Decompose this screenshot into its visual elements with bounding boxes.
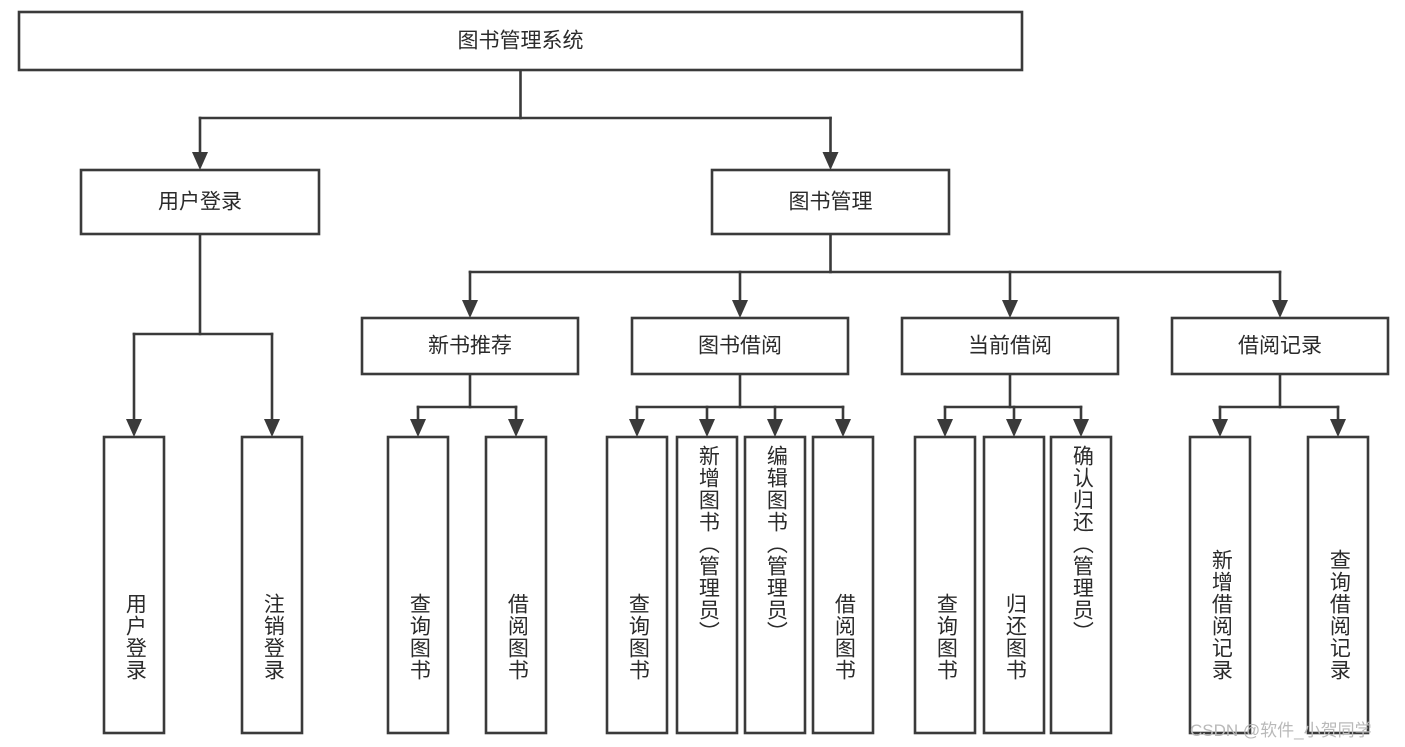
node-box-new-book-recommend[interactable]	[360, 316, 580, 376]
arrow-head-icon-leaf-add-borrow-record	[1212, 419, 1228, 437]
arrow-head-icon-user-login	[192, 152, 208, 170]
connectors-layer	[126, 68, 1346, 437]
node-label-book-manage: 图书管理	[789, 191, 873, 214]
node-label-book-borrow: 图书借阅	[698, 335, 782, 358]
arrow-head-icon-leaf-confirm-return	[1073, 419, 1089, 437]
node-box-leaf-borrow-book-2[interactable]	[811, 435, 875, 735]
boxes-layer	[17, 10, 1390, 735]
node-box-leaf-return-book[interactable]	[982, 435, 1046, 735]
node-label-borrow-record: 借阅记录	[1238, 335, 1322, 358]
node-box-leaf-user-login[interactable]	[102, 435, 166, 735]
node-box-leaf-query-borrow-record[interactable]	[1306, 435, 1370, 735]
arrow-head-icon-leaf-borrow-book-2	[835, 419, 851, 437]
node-box-current-borrow[interactable]	[900, 316, 1120, 376]
arrow-head-icon-leaf-return-book	[1006, 419, 1022, 437]
node-box-borrow-record[interactable]	[1170, 316, 1390, 376]
arrow-head-icon-book-manage	[822, 152, 839, 170]
arrow-head-icon-current-borrow	[1002, 300, 1018, 318]
watermark-text: CSDN @软件_小贺同学	[1190, 721, 1372, 740]
arrow-head-icon-leaf-query-book-3	[937, 419, 953, 437]
node-box-book-borrow[interactable]	[630, 316, 850, 376]
arrow-head-icon-leaf-logout	[264, 419, 280, 437]
node-box-leaf-query-book-1[interactable]	[386, 435, 450, 735]
node-box-leaf-add-book[interactable]	[675, 435, 739, 735]
arrow-head-icon-book-borrow	[732, 300, 748, 318]
node-box-user-login[interactable]	[79, 168, 321, 236]
node-box-leaf-borrow-book-1[interactable]	[484, 435, 548, 735]
node-label-user-login: 用户登录	[158, 191, 242, 214]
node-box-leaf-edit-book[interactable]	[743, 435, 807, 735]
node-box-leaf-add-borrow-record[interactable]	[1188, 435, 1252, 735]
arrow-head-icon-leaf-borrow-book-1	[508, 419, 524, 437]
arrow-head-icon-borrow-record	[1272, 300, 1288, 318]
node-box-leaf-confirm-return[interactable]	[1049, 435, 1113, 735]
arrow-head-icon-leaf-query-book-2	[629, 419, 645, 437]
node-box-leaf-query-book-2[interactable]	[605, 435, 669, 735]
node-label-root: 图书管理系统	[458, 30, 584, 53]
arrow-head-icon-leaf-query-borrow-record	[1330, 419, 1346, 437]
node-box-leaf-logout[interactable]	[240, 435, 304, 735]
node-box-book-manage[interactable]	[710, 168, 951, 236]
arrow-head-icon-leaf-add-book	[699, 419, 715, 437]
node-box-root[interactable]	[17, 10, 1024, 72]
arrow-head-icon-leaf-user-login	[126, 419, 142, 437]
node-label-current-borrow: 当前借阅	[968, 335, 1052, 358]
node-box-leaf-query-book-3[interactable]	[913, 435, 977, 735]
arrow-head-icon-new-book-recommend	[462, 300, 478, 318]
node-label-new-book-recommend: 新书推荐	[428, 335, 512, 358]
arrow-head-icon-leaf-edit-book	[767, 419, 783, 437]
arrow-head-icon-leaf-query-book-1	[410, 419, 426, 437]
